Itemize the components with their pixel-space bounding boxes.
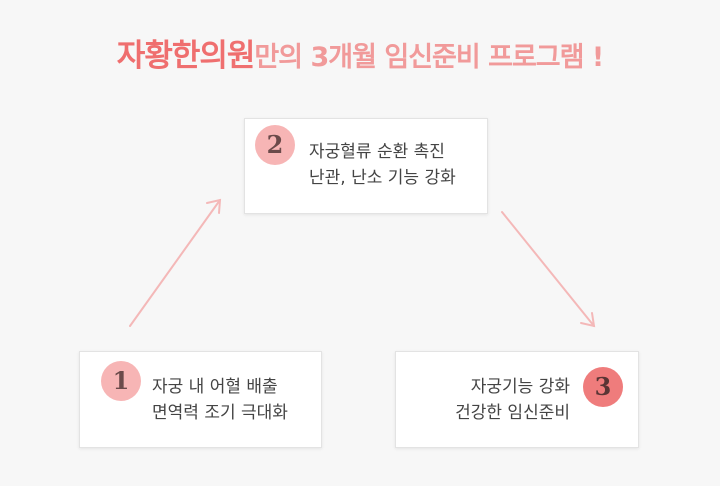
arrow-2-to-3-head — [580, 312, 596, 328]
brand-name: 자황한의원 — [116, 38, 256, 74]
step-card-3: 3 자궁기능 강화 건강한 임신준비 — [395, 351, 639, 448]
step-1-line-2: 면역력 조기 극대화 — [152, 403, 288, 423]
step-badge-1: 1 — [101, 361, 141, 401]
step-3-line-2: 건강한 임신준비 — [455, 403, 570, 423]
step-text-2: 자궁혈류 순환 촉진 난관, 난소 기능 강화 — [309, 139, 456, 191]
step-card-1: 1 자궁 내 어혈 배출 면역력 조기 극대화 — [79, 351, 322, 448]
page-title: 자황한의원만의 3개월 임신준비 프로그램 ! — [0, 30, 720, 75]
arrow-2-to-3 — [501, 211, 595, 327]
title-text: 만의 3개월 임신준비 프로그램 ! — [254, 42, 604, 73]
step-badge-3: 3 — [583, 367, 623, 407]
arrow-1-to-2-head — [206, 198, 222, 214]
arrow-1-to-2 — [129, 199, 221, 327]
step-card-2: 2 자궁혈류 순환 촉진 난관, 난소 기능 강화 — [244, 118, 488, 214]
step-1-line-1: 자궁 내 어혈 배출 — [152, 377, 278, 397]
step-2-line-1: 자궁혈류 순환 촉진 — [309, 142, 445, 162]
step-3-line-1: 자궁기능 강화 — [470, 377, 570, 397]
step-text-3: 자궁기능 강화 건강한 임신준비 — [455, 374, 570, 426]
step-text-1: 자궁 내 어혈 배출 면역력 조기 극대화 — [152, 374, 288, 426]
step-2-line-2: 난관, 난소 기능 강화 — [309, 168, 456, 188]
step-badge-2: 2 — [255, 125, 295, 165]
